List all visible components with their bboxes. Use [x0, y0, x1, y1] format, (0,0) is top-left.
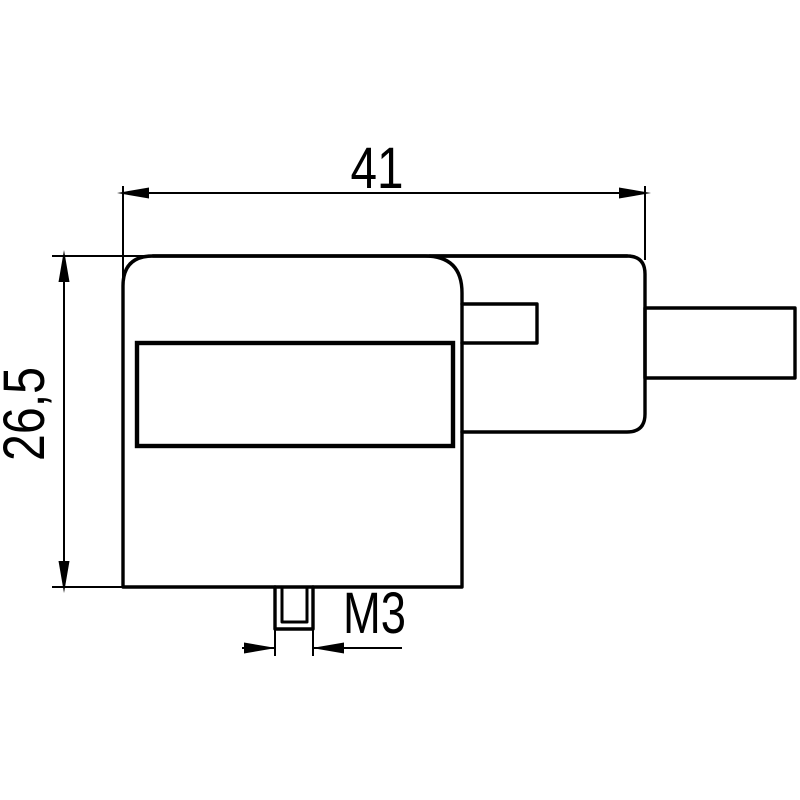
- dimension-width: 41: [117, 136, 651, 302]
- arrowhead-inward-left-icon: [312, 642, 344, 654]
- height-dimension-label: 26,5: [0, 367, 57, 461]
- arrowhead-down-icon: [58, 561, 70, 593]
- mounting-screw-m3: [273, 585, 315, 631]
- arrowhead-right-icon: [619, 187, 651, 199]
- arrowhead-left-icon: [117, 187, 149, 199]
- thread-dimension-label: M3: [343, 581, 406, 646]
- arrowhead-up-icon: [58, 250, 70, 282]
- width-dimension-label: 41: [351, 136, 404, 201]
- latch-tab: [460, 302, 539, 345]
- arrowhead-inward-right-icon: [244, 642, 276, 654]
- connector-views: [121, 254, 797, 631]
- label-plate: [134, 340, 456, 449]
- screw-thread-detail: [280, 585, 309, 624]
- dimension-screw: M3: [242, 581, 406, 656]
- cable: [643, 306, 797, 380]
- connector-body-outline: [121, 254, 464, 589]
- dimension-height: 26,5: [0, 250, 162, 593]
